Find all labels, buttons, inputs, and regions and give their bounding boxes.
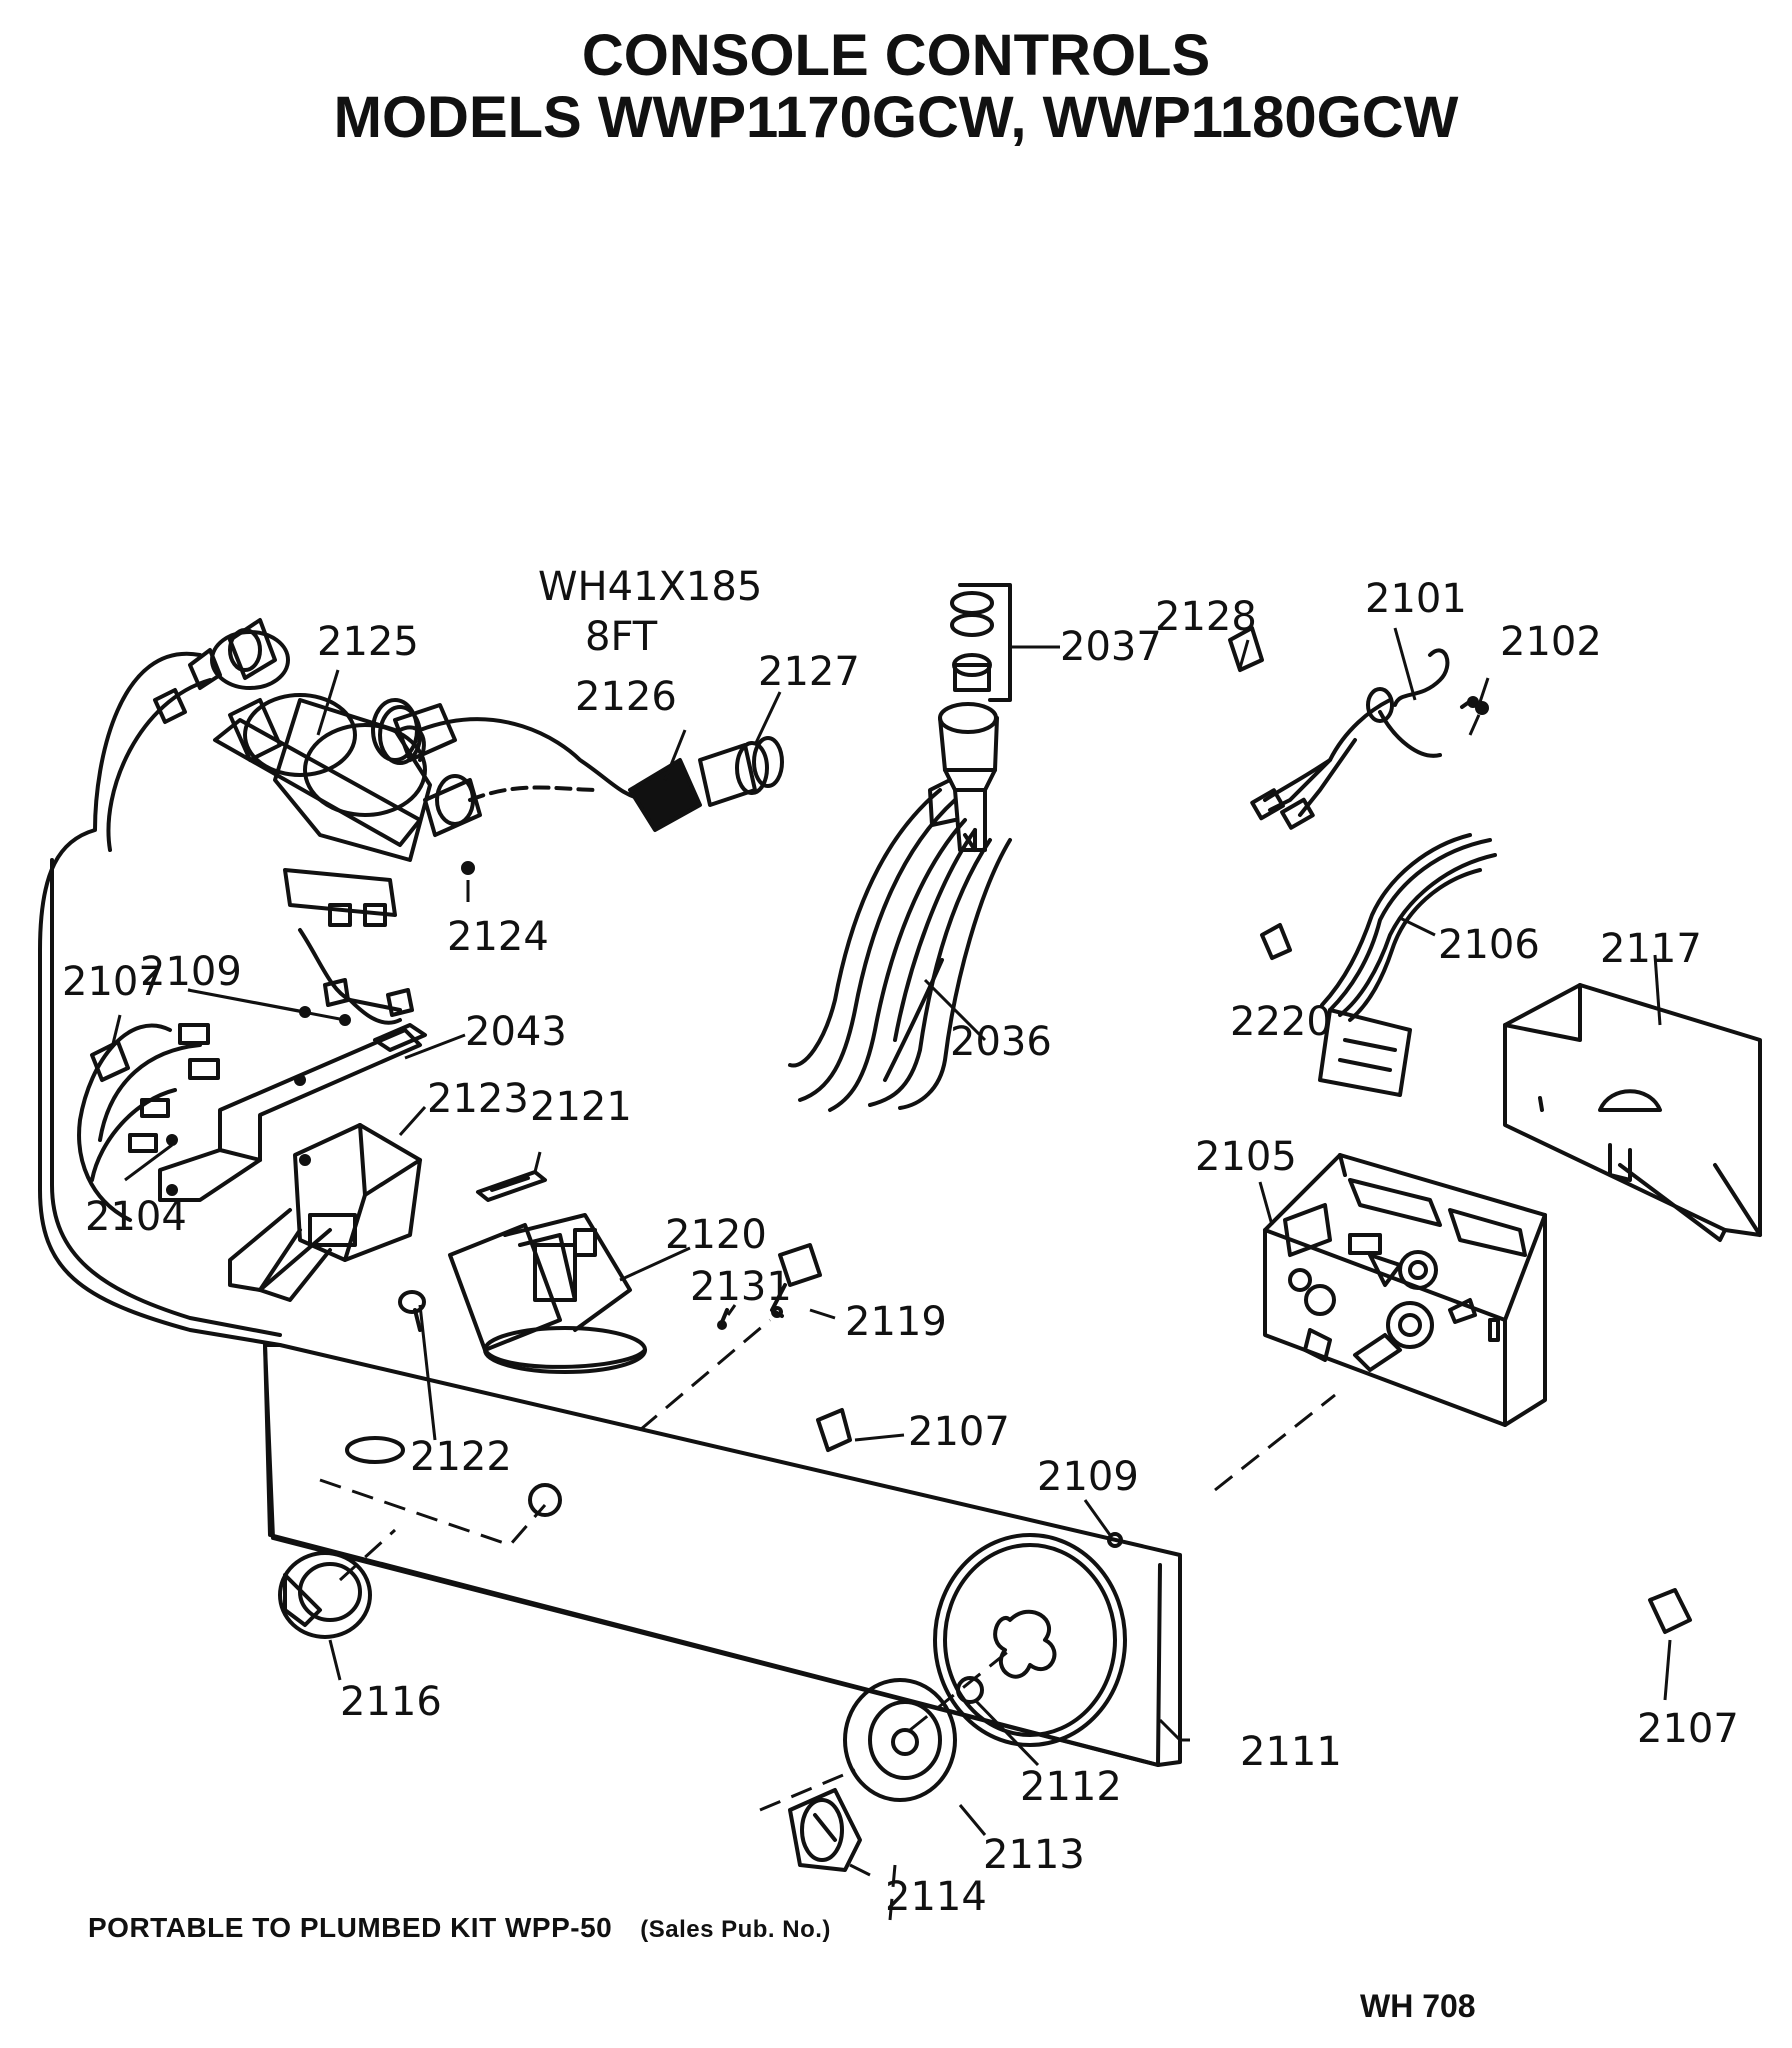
screw-2131-head-drawing: [717, 1320, 727, 1330]
label-2126: 2126: [575, 674, 677, 720]
clip-2107-left-drawing: [90, 1040, 130, 1082]
cord-length: 8FT: [585, 614, 658, 660]
diagram-code: WH 708: [1360, 1988, 1476, 2024]
label-2123: 2123: [427, 1076, 529, 1122]
screw-2104-drawing: [166, 1134, 178, 1146]
knob-skirt-2113-drawing: [843, 1678, 957, 1802]
screw-2131-drawing: [720, 1308, 729, 1324]
bracket-2121-slot-drawing: [490, 1176, 530, 1192]
label-2037: 2037: [1060, 624, 1162, 670]
label-2119: 2119: [845, 1299, 947, 1345]
label-2106: 2106: [1438, 922, 1540, 968]
screw-2109-drawing: [1107, 1532, 1123, 1548]
sales-pub-note: (Sales Pub. No.): [640, 1916, 831, 1943]
bracket-2121-drawing: [476, 1170, 547, 1202]
screw-2102-drawing: [1475, 701, 1489, 715]
console-panel-2111-drawing: [263, 1343, 1182, 1767]
clip-2107-right-drawing: [1648, 1588, 1692, 1634]
washer-2112-drawing: [956, 1676, 984, 1704]
knob-2116-drawing: [278, 1551, 372, 1639]
label-2122: 2122: [410, 1434, 512, 1480]
bracket-2043-drawing: [158, 1023, 427, 1202]
cord-part-number: WH41X185: [538, 564, 762, 610]
label-2111: 2111: [1240, 1729, 1342, 1775]
clip-2107-middle-drawing: [816, 1408, 852, 1452]
label-2116: 2116: [340, 1679, 442, 1725]
power-cord-drawing: [418, 717, 784, 832]
knob-2114-drawing: [788, 1788, 862, 1872]
label-2102: 2102: [1500, 619, 1602, 665]
screw-2124-drawing: [461, 861, 475, 875]
label-2125: 2125: [317, 619, 419, 665]
label-2120: 2120: [665, 1212, 767, 1258]
kit-note-text: PORTABLE TO PLUMBED KIT WPP-50: [88, 1912, 613, 1943]
page-title: CONSOLE CONTROLS: [581, 23, 1211, 88]
label-2104: 2104: [85, 1194, 187, 1240]
cover-2117-drawing: [1503, 983, 1762, 1242]
label-2105: 2105: [1195, 1134, 1297, 1180]
label-2131: 2131: [690, 1264, 792, 1310]
screw-2122-drawing: [398, 1290, 426, 1332]
label-2036: 2036: [950, 1019, 1052, 1065]
label-2114: 2114: [885, 1874, 987, 1920]
water-valve-drawing: [153, 618, 482, 927]
label-2127: 2127: [758, 649, 860, 695]
label-2043: 2043: [465, 1009, 567, 1055]
label-2107-middle: 2107: [908, 1409, 1010, 1455]
kit-note: PORTABLE TO PLUMBED KIT WPP-50 (Sales Pub…: [88, 1912, 831, 1944]
page-subtitle: MODELS WWP1170GCW, WWP1180GCW: [333, 85, 1459, 150]
clip-2220-drawing: [1260, 923, 1292, 960]
valve-wiring-drawing: [38, 651, 414, 1347]
label-2101: 2101: [1365, 576, 1467, 622]
fill-hose-drawing: [788, 583, 1012, 1112]
pressure-switch-2120-drawing: [448, 1213, 647, 1374]
selector-switch-2119-drawing: [770, 1243, 822, 1318]
label-2112: 2112: [1020, 1764, 1122, 1810]
label-2128: 2128: [1155, 594, 1257, 640]
label-2107-left: 2107: [62, 959, 164, 1005]
label-2109-lower: 2109: [1037, 1454, 1139, 1500]
label-2107-right: 2107: [1637, 1706, 1739, 1752]
switch-2123-drawing: [228, 1123, 422, 1302]
label-2121: 2121: [530, 1084, 632, 1130]
timer-2105-drawing: [1263, 1153, 1547, 1427]
leader-lines: [110, 627, 1672, 1877]
label-2117: 2117: [1600, 926, 1702, 972]
alignment-lines: [319, 707, 1484, 1921]
label-2109-upper: 2109: [140, 949, 242, 995]
label-2113: 2113: [983, 1832, 1085, 1878]
label-2124: 2124: [447, 914, 549, 960]
harness-2101-drawing: [1250, 648, 1479, 830]
harness-2106-drawing: [1318, 833, 1497, 1097]
clip-2128-drawing: [1228, 626, 1264, 672]
label-2220: 2220: [1230, 999, 1332, 1045]
